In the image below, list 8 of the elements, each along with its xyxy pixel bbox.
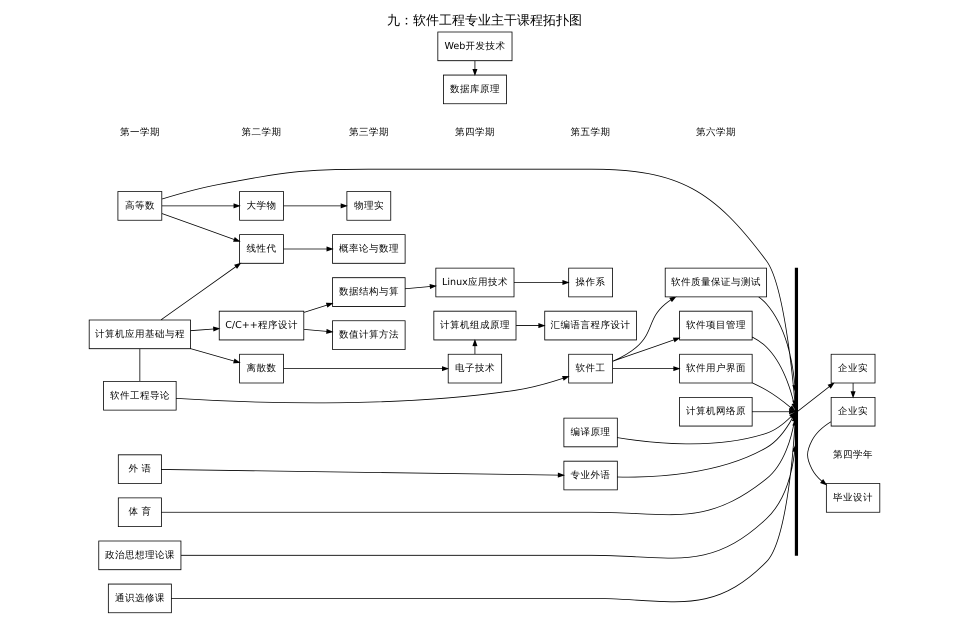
diagram-title: 九：软件工程专业主干课程拓扑图 bbox=[387, 14, 582, 29]
label: 第四学年 bbox=[833, 449, 874, 460]
label: 第三学期 bbox=[348, 126, 389, 138]
label: 第五学期 bbox=[570, 126, 611, 138]
label: 第二学期 bbox=[242, 126, 282, 138]
label: 第四学期 bbox=[454, 126, 495, 138]
label: 第一学期 bbox=[120, 126, 160, 138]
label: 第六学期 bbox=[696, 126, 736, 138]
